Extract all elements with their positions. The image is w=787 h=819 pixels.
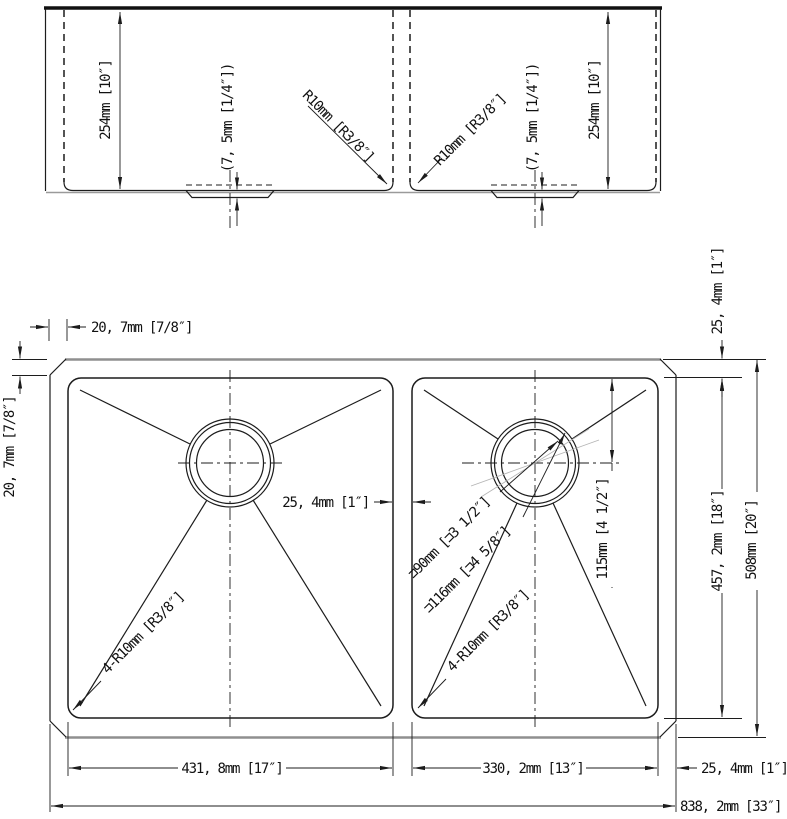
plan-left-bowl	[67, 370, 394, 727]
leader-bowl-radius-right-label: 4-R10mm [R3/8″]	[444, 587, 532, 675]
leader-radius-right: R10mm [R3/8″]	[417, 91, 509, 184]
leader-drain-inner-label: ⊐90mm [⊐3 1/2″]	[405, 494, 493, 582]
dim-rim-bottom-right: 25, 4mm [1″]	[639, 724, 787, 812]
dim-chamfer-horizontal: 20, 7mm [7/8″]	[30, 319, 193, 341]
dim-rim-top-right-label: 25, 4mm [1″]	[710, 248, 726, 335]
dim-boss-right-label: (7, 5mm [1/4″])	[525, 64, 541, 172]
dim-rim-bottom-right-label: 25, 4mm [1″]	[701, 761, 787, 777]
dim-drain-offset: 115mm [4 1/2″]	[595, 379, 615, 588]
leader-radius-left: R10mm [R3/8″]	[299, 87, 388, 185]
dim-depth-left-label: 254mm [10″]	[98, 60, 114, 140]
leader-radius-left-label: R10mm [R3/8″]	[299, 87, 377, 165]
dim-depth-left: 254mm [10″]	[98, 12, 123, 189]
dim-depth-right-label: 254mm [10″]	[587, 60, 603, 140]
dim-right-bowl-width-label: 330, 2mm [13″]	[482, 761, 583, 777]
dim-chamfer-vertical-label: 20, 7mm [7/8″]	[2, 396, 18, 497]
dim-left-bowl-width: 431, 8mm [17″]	[67, 722, 394, 777]
dim-boss-right: (7, 5mm [1/4″])	[525, 64, 545, 226]
leader-bowl-radius-left: 4-R10mm [R3/8″]	[72, 589, 187, 711]
dim-chamfer-vertical: 20, 7mm [7/8″]	[2, 341, 47, 498]
dim-divider: 25, 4mm [1″]	[282, 495, 431, 511]
dim-divider-label: 25, 4mm [1″]	[282, 495, 369, 511]
plan-view: 20, 7mm [7/8″] 20, 7mm [7/8″] 25, 4mm [1…	[2, 248, 787, 815]
dim-left-bowl-width-label: 431, 8mm [17″]	[181, 761, 282, 777]
dim-depth-right: 254mm [10″]	[587, 12, 611, 189]
dim-rim-top-right: 25, 4mm [1″]	[663, 248, 766, 397]
dim-outer-depth: 508mm [20″]	[678, 360, 766, 738]
dim-boss-left-label: (7, 5mm [1/4″])	[220, 64, 236, 172]
dim-outer-depth-label: 508mm [20″]	[744, 500, 760, 580]
dim-chamfer-horizontal-label: 20, 7mm [7/8″]	[91, 320, 192, 336]
dim-drain-offset-label: 115mm [4 1/2″]	[595, 478, 611, 579]
front-left-bowl	[63, 10, 394, 228]
plan-outer-outline	[49, 358, 677, 739]
leader-bowl-radius-left-label: 4-R10mm [R3/8″]	[99, 589, 187, 677]
dim-inner-depth: 457, 2mm [18″]	[664, 379, 742, 719]
dim-boss-left: (7, 5mm [1/4″])	[220, 64, 240, 226]
leader-drain-outer-label: ⊐116mm [⊐4 5/8″]	[421, 524, 514, 617]
plan-right-bowl	[411, 370, 659, 727]
leader-radius-right-label: R10mm [R3/8″]	[431, 91, 509, 169]
dim-right-bowl-width: 330, 2mm [13″]	[411, 722, 659, 777]
front-elevation-view: 254mm [10″] 254mm [10″] (7, 5mm [1/4″]) …	[44, 6, 662, 228]
dim-overall-width-label: 838, 2mm [33″]	[680, 799, 781, 815]
leader-drain-outer-diameter: ⊐116mm [⊐4 5/8″]	[421, 432, 566, 617]
dim-overall-width: 838, 2mm [33″]	[49, 724, 782, 815]
dim-inner-depth-label: 457, 2mm [18″]	[710, 490, 726, 591]
front-right-bowl	[409, 10, 657, 228]
